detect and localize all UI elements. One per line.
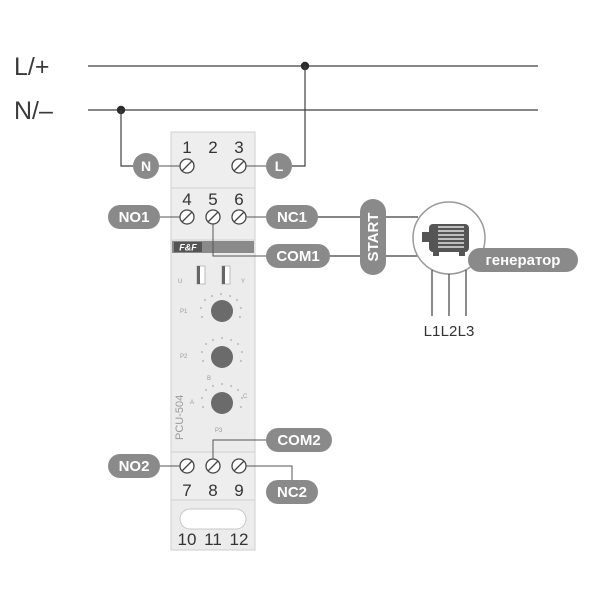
terminal-5-label: 5 [208, 190, 217, 209]
terminal-1-label: 1 [182, 138, 191, 157]
screw-terminal-9 [231, 458, 247, 474]
relay-device: 1 2 3 4 5 6 7 8 9 10 11 12 F&F U Y [170, 131, 256, 551]
neutral-bus-label: N/– [14, 97, 53, 125]
mode-b-label: B [207, 376, 211, 382]
led-y-label: Y [241, 279, 245, 285]
neutral-wire [120, 110, 133, 167]
svg-text:L: L [275, 158, 284, 174]
svg-text:NO1: NO1 [119, 209, 150, 226]
generator-shaft [422, 232, 431, 242]
no1-label: NO1 [108, 205, 160, 229]
terminal-12-label: 12 [230, 530, 249, 549]
nc2-label: NC2 [266, 480, 318, 504]
mode-a-label: A [190, 400, 194, 406]
model-name: PCU-504 [174, 395, 186, 440]
label-window [179, 508, 247, 530]
mode-c-label: C [243, 394, 248, 400]
phase-l1-label: L1 [424, 323, 441, 340]
terminal-7-label: 7 [182, 481, 191, 500]
svg-text:генератор: генератор [486, 252, 561, 269]
screw-terminal-5 [205, 209, 221, 225]
screw-terminal-4 [179, 209, 195, 225]
phase-l3-label: L3 [458, 323, 475, 340]
com2-label: COM2 [266, 428, 332, 452]
generator [412, 201, 486, 275]
led-y-indicator [222, 266, 225, 284]
brand-logo-mark: F&F [179, 243, 197, 253]
svg-text:N: N [141, 158, 151, 174]
terminal-3-label: 3 [234, 138, 243, 157]
terminal-2-label: 2 [208, 138, 217, 157]
nc2-wire [246, 465, 293, 480]
svg-text:NC2: NC2 [277, 484, 307, 501]
com1-wire [212, 224, 266, 257]
screw-terminal-1 [179, 158, 195, 174]
generator-label: генератор [468, 248, 578, 272]
line-bus-label: L/+ [14, 53, 49, 81]
knob-p2[interactable] [211, 346, 233, 368]
screw-terminal-6 [231, 209, 247, 225]
screw-terminal-8 [205, 458, 221, 474]
svg-text:COM1: COM1 [276, 248, 319, 265]
screw-terminal-3 [231, 158, 247, 174]
terminal-6-label: 6 [234, 190, 243, 209]
terminal-9-label: 9 [234, 481, 243, 500]
knob-p3[interactable] [211, 392, 233, 414]
svg-text:COM2: COM2 [277, 432, 320, 449]
nc1-label: NC1 [266, 205, 318, 229]
knob-p3-label: P3 [215, 428, 223, 434]
led-u-indicator [197, 266, 200, 284]
terminal-10-label: 10 [178, 530, 197, 549]
screw-terminal-7 [179, 458, 195, 474]
knob-p2-label: P2 [180, 354, 188, 360]
p1-scale [200, 293, 242, 318]
terminal-4-label: 4 [182, 190, 191, 209]
p2-scale [201, 337, 243, 362]
knob-p1[interactable] [211, 300, 233, 322]
line-badge: L [266, 153, 292, 179]
com1-label: COM1 [266, 244, 330, 268]
knob-p1-label: P1 [180, 309, 188, 315]
start-label: START [360, 199, 386, 275]
terminal-8-label: 8 [208, 481, 217, 500]
svg-text:NO2: NO2 [119, 458, 150, 475]
svg-text:NC1: NC1 [277, 209, 307, 226]
no2-label: NO2 [108, 454, 160, 478]
svg-text:START: START [365, 213, 382, 262]
phase-l2-label: L2 [441, 323, 458, 340]
com2-wire [212, 439, 266, 459]
generator-icon [429, 224, 469, 252]
neutral-badge: N [133, 153, 159, 179]
line-wire [292, 66, 306, 167]
p3-scale [201, 383, 243, 408]
led-u-label: U [178, 279, 182, 285]
brand-logo [174, 242, 202, 252]
terminal-11-label: 11 [204, 530, 222, 549]
